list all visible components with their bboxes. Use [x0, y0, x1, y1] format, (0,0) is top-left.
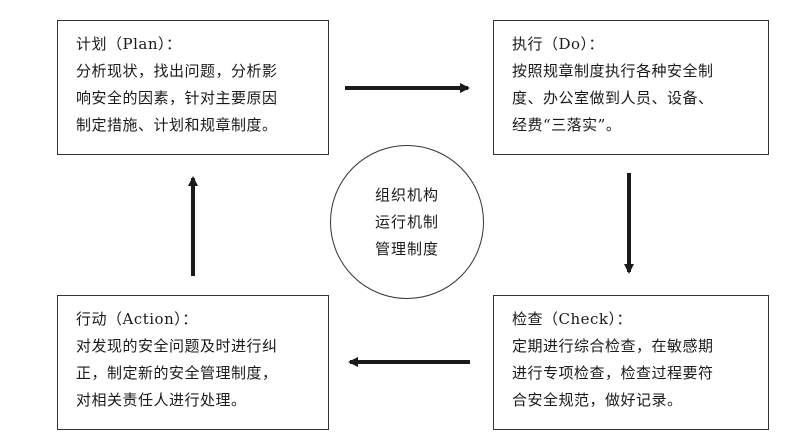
- action-box: 行动（Action）： 对发现的安全问题及时进行纠 正，制定新的安全管理制度， …: [57, 295, 329, 430]
- plan-line: 响安全的因素，针对主要原因: [76, 89, 278, 107]
- action-line: 对相关责任人进行处理。: [76, 391, 247, 409]
- plan-line: 制定措施、计划和规章制度。: [76, 116, 278, 134]
- do-title: 执行（Do）：: [512, 35, 605, 53]
- check-line: 定期进行综合检查，在敏感期: [512, 337, 714, 355]
- action-line: 对发现的安全问题及时进行纠: [76, 337, 278, 355]
- plan-box: 计划（Plan）： 分析现状，找出问题，分析影 响安全的因素，针对主要原因 制定…: [57, 20, 329, 155]
- plan-title: 计划（Plan）：: [76, 35, 182, 53]
- center-line: 组织机构: [374, 185, 439, 204]
- do-line: 度、办公室做到人员、设备、: [512, 89, 714, 107]
- center-line: 管理制度: [374, 239, 439, 258]
- do-line: 按照规章制度执行各种安全制: [512, 62, 714, 80]
- check-line: 合安全规范，做好记录。: [512, 391, 683, 409]
- check-title: 检查（Check）：: [512, 310, 633, 328]
- action-line: 正，制定新的安全管理制度，: [76, 364, 278, 382]
- do-line: 经费“三落实”。: [512, 116, 622, 134]
- action-title: 行动（Action）：: [76, 310, 198, 328]
- check-line: 进行专项检查，检查过程要符: [512, 364, 714, 382]
- do-box: 执行（Do）： 按照规章制度执行各种安全制 度、办公室做到人员、设备、 经费“三…: [493, 20, 769, 155]
- center-line: 运行机制: [374, 212, 439, 231]
- check-box: 检查（Check）： 定期进行综合检查，在敏感期 进行专项检查，检查过程要符 合…: [493, 295, 769, 430]
- center-circle: 组织机构 运行机制 管理制度: [330, 145, 484, 299]
- plan-line: 分析现状，找出问题，分析影: [76, 62, 278, 80]
